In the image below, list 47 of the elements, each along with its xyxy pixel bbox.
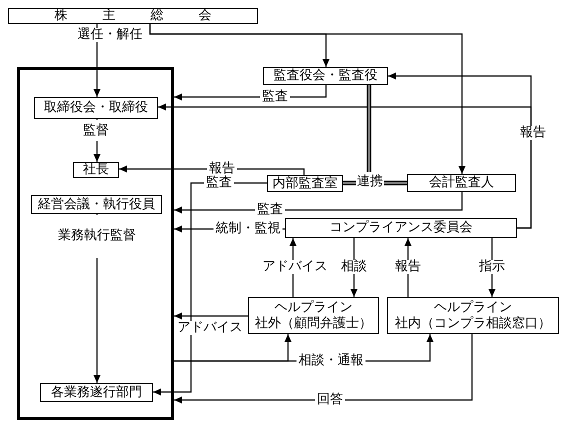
edge-label: 回答 [315, 393, 345, 407]
unit-name: 社長 [83, 162, 109, 178]
edge-label: 相談 [339, 260, 369, 274]
edge-label: 報告 [518, 126, 548, 140]
double-line [366, 85, 372, 172]
org-box [285, 218, 517, 238]
unit-detail: 社外（顧問弁護士） [255, 316, 372, 332]
double-line [343, 180, 356, 186]
edge-label: 監督 [81, 124, 111, 138]
unit-name: 監査役会・監査役 [274, 68, 378, 84]
org-box [387, 297, 559, 334]
unit-name: コンプライアンス委員会 [330, 220, 472, 236]
edge-label: 監査 [255, 203, 285, 217]
edge-label: 報告 [393, 260, 423, 274]
arrow [174, 312, 248, 320]
unit-name: 経営会議・執行役員 [38, 196, 155, 212]
unit-name: 内部監査室 [272, 176, 338, 192]
org-box [407, 174, 516, 192]
arrow [158, 104, 532, 229]
unit-name: 各業務遂行部門 [51, 384, 142, 400]
arrow [149, 24, 466, 174]
org-box [40, 383, 153, 402]
unit-name: 会計監査人 [429, 175, 494, 191]
org-box [267, 175, 343, 192]
unit-detail: 社内（コンプラ相談窓口） [395, 316, 551, 332]
arrow [174, 334, 473, 404]
enclosing-frame [17, 67, 174, 420]
org-box [248, 297, 379, 334]
unit-name: 株 主 総 会 [54, 8, 222, 24]
edge-label: 統制・監視 [214, 222, 282, 236]
org-box [8, 8, 258, 24]
org-box [263, 67, 388, 85]
unit-name: ヘルプライン [434, 300, 512, 316]
edge-label: 指示 [477, 260, 507, 274]
edge-label: 監査 [204, 176, 234, 190]
org-box [73, 162, 119, 178]
double-line [384, 180, 407, 186]
org-box [34, 97, 158, 119]
edge-label: 相談・通報 [296, 354, 366, 368]
edge-label: 選任・解任 [76, 28, 144, 42]
edge-label: 監査 [260, 90, 290, 104]
org-box [31, 195, 162, 214]
arrow [174, 192, 463, 214]
unit-name: 取締役会・取締役 [44, 100, 148, 116]
edge-label: 報告 [207, 162, 237, 176]
edge-label: 業務執行監督 [56, 229, 138, 243]
unit-name: ヘルプライン [274, 300, 352, 316]
